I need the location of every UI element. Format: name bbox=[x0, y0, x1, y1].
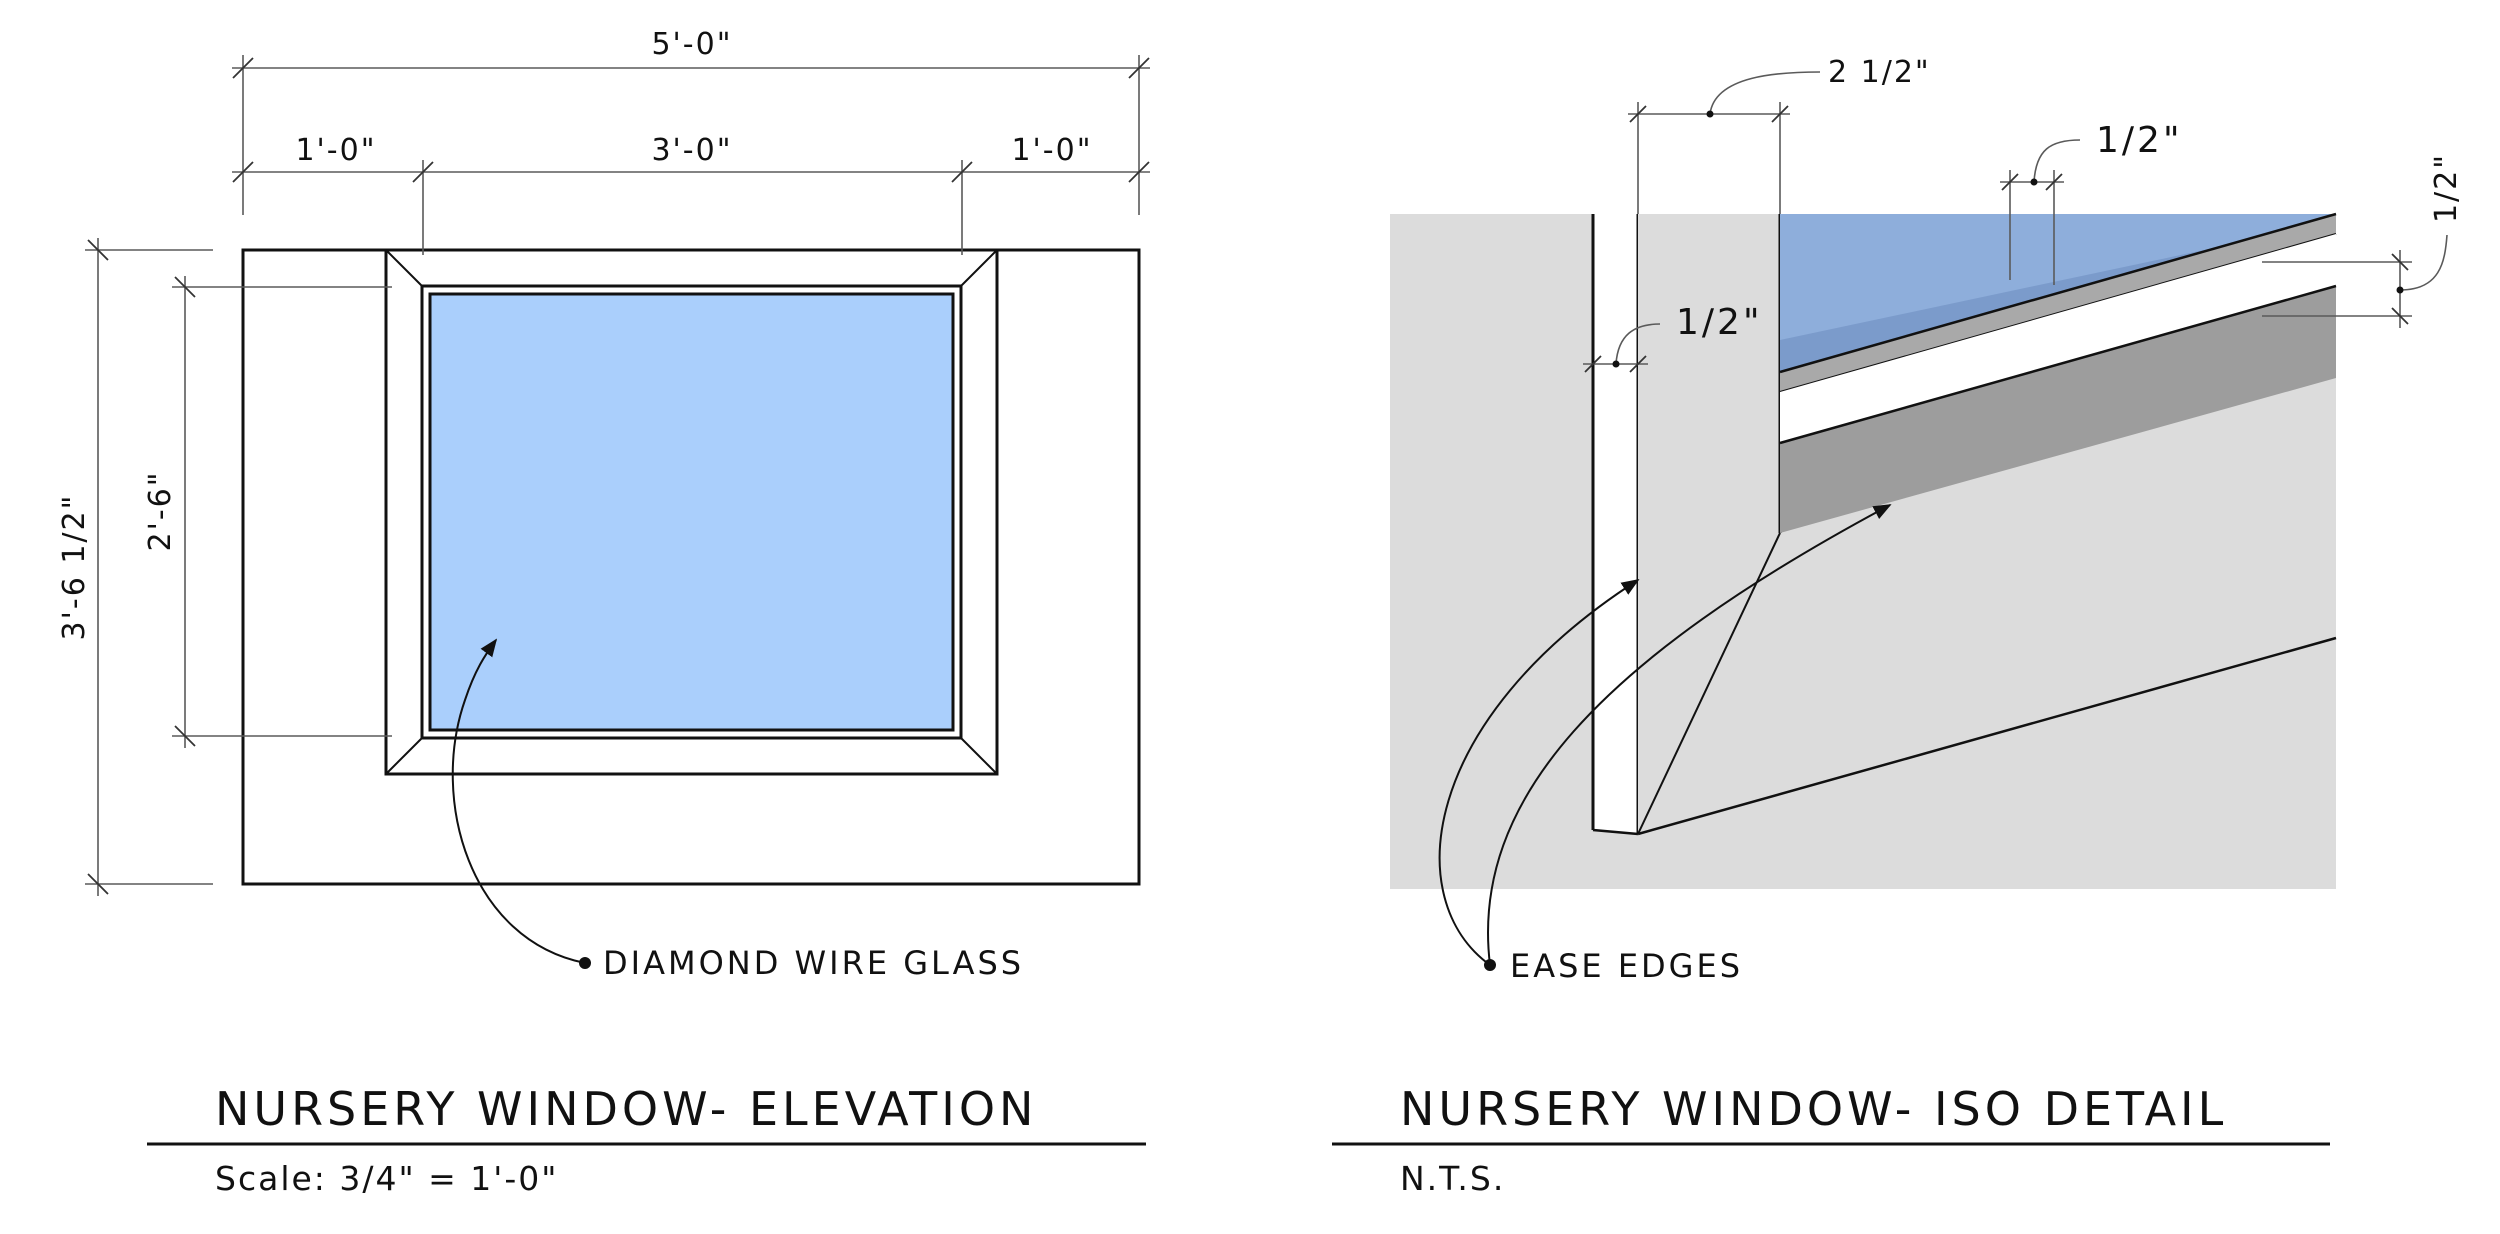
iso-dim-glass-frame-text: 1/2" bbox=[2096, 120, 2183, 161]
iso-casing-side-face bbox=[1593, 214, 1638, 834]
casing-miters bbox=[385, 249, 998, 775]
iso-dim-right bbox=[2262, 234, 2448, 328]
iso-jamb-face bbox=[1638, 214, 1780, 834]
dim-overall-height bbox=[85, 238, 213, 896]
iso-detail-scale: N.T.S. bbox=[1400, 1159, 1505, 1198]
elevation-view: 5'-0" 1'-0" 3'-0" 1'-0" 3'-6 1/2" 2'-6" … bbox=[57, 27, 1150, 1198]
iso-dim-side-text: 1/2" bbox=[1676, 302, 1763, 343]
elevation-title: NURSERY WINDOW- ELEVATION bbox=[215, 1082, 1037, 1136]
dim-overall-width-text: 5'-0" bbox=[651, 27, 732, 62]
diamond-wire-glass bbox=[428, 292, 955, 732]
dim-segments bbox=[232, 160, 1150, 255]
ease-edges-leader-1 bbox=[1438, 579, 1640, 966]
glass-callout-dot bbox=[579, 957, 591, 969]
iso-detail-view: 2 1/2" 1/2" 1/2" bbox=[1332, 55, 2464, 1198]
casing-inner bbox=[420, 284, 963, 740]
iso-dim-top-width bbox=[1628, 71, 1821, 214]
iso-dim-right-text: 1/2" bbox=[2429, 153, 2464, 223]
dim-overall-height-text: 3'-6 1/2" bbox=[57, 494, 92, 641]
glass-callout-leader bbox=[451, 638, 586, 964]
dim-opening-height-text: 2'-6" bbox=[143, 470, 178, 551]
iso-sill-top bbox=[1780, 234, 2336, 443]
iso-dim-glass-frame bbox=[2000, 139, 2081, 285]
casing-outer bbox=[384, 248, 999, 776]
ease-edges-dot bbox=[1484, 959, 1496, 971]
dim-left-text: 1'-0" bbox=[295, 133, 376, 168]
glass-callout-text: DIAMOND WIRE GLASS bbox=[603, 944, 1024, 982]
ease-edges-leader-2 bbox=[1487, 504, 1892, 966]
dim-opening-height bbox=[172, 276, 392, 748]
dim-overall-width bbox=[232, 55, 1150, 215]
elevation-scale: Scale: 3/4" = 1'-0" bbox=[215, 1159, 558, 1198]
iso-dim-top-width-text: 2 1/2" bbox=[1828, 55, 1931, 90]
iso-glass-stop bbox=[1780, 214, 2336, 392]
dim-right-text: 1'-0" bbox=[1011, 133, 1092, 168]
dim-center-text: 3'-0" bbox=[651, 133, 732, 168]
iso-sill-face bbox=[1780, 286, 2336, 533]
iso-dim-side bbox=[1583, 323, 1661, 373]
ease-edges-text: EASE EDGES bbox=[1510, 947, 1743, 985]
iso-detail-title: NURSERY WINDOW- ISO DETAIL bbox=[1400, 1082, 2227, 1136]
